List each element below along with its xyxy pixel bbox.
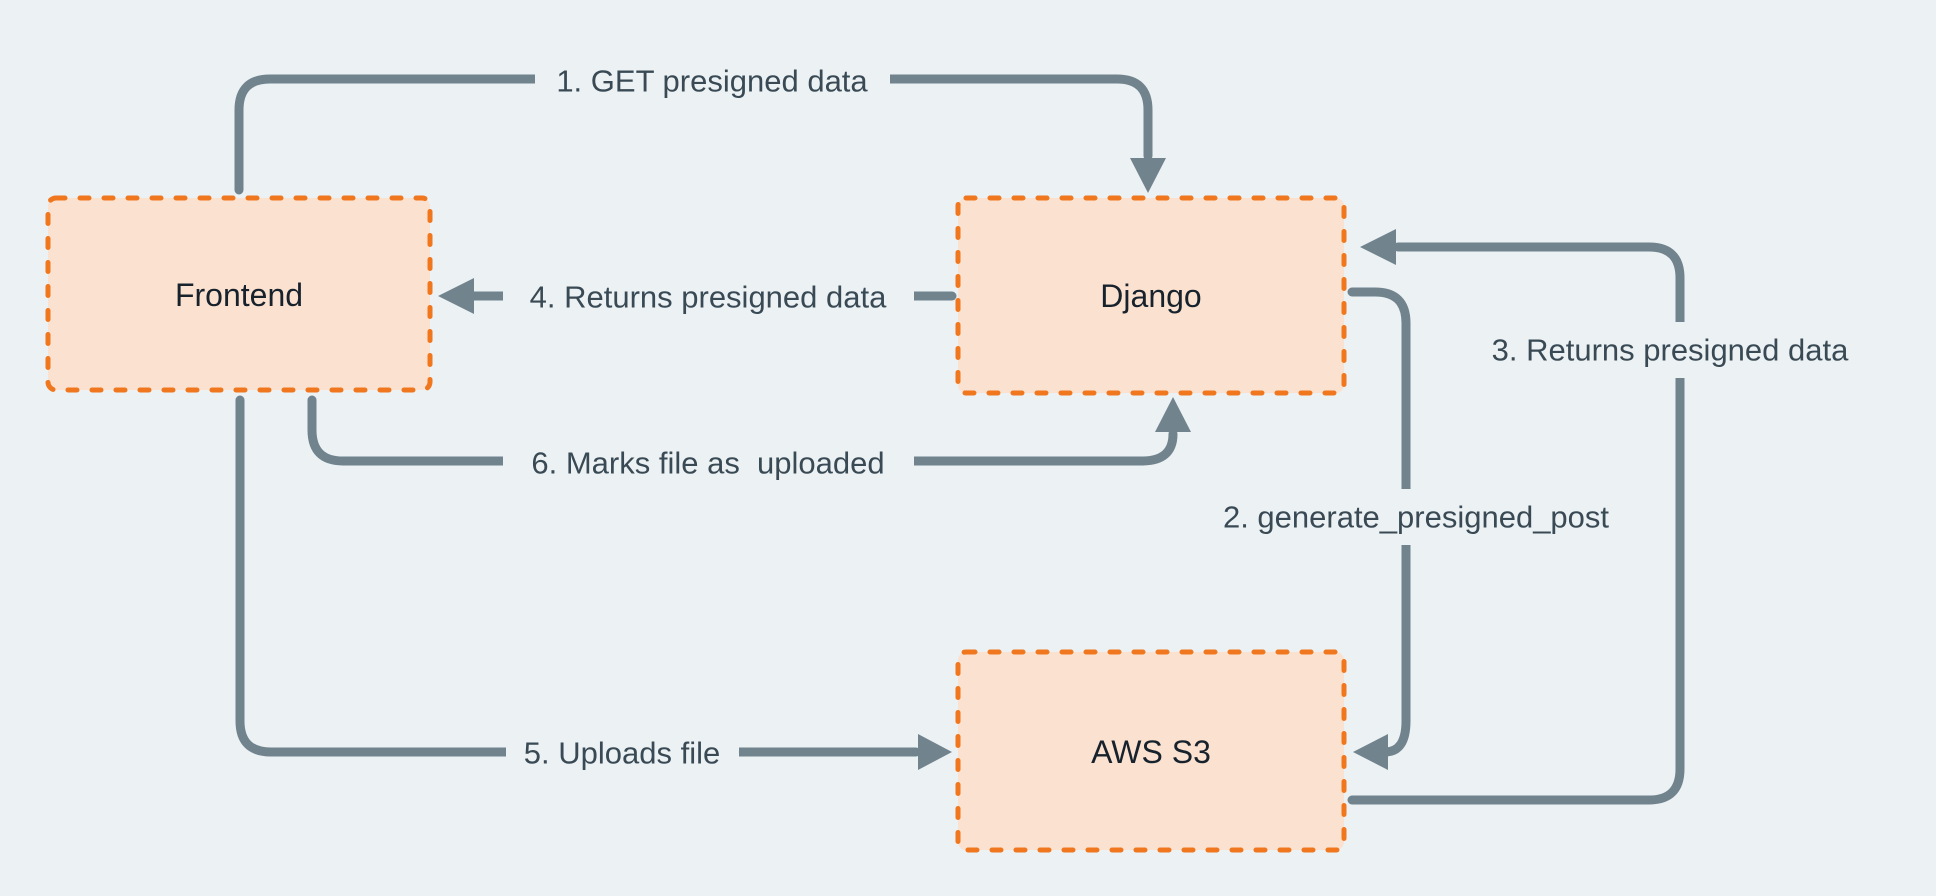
edge-label-4: 4. Returns presigned data [530,280,887,315]
django-label: Django [1100,278,1201,314]
frontend-box [45,195,433,393]
frontend-label: Frontend [175,277,303,313]
edge-label-mask-3 [1458,322,1883,378]
edge-label-masks [503,53,1883,781]
edge-3-returns-presigned-data [1347,242,1685,805]
aws-s3-box [955,649,1347,853]
node-frontend: Frontend [45,195,433,393]
arrowhead-up-into-django-bottom [1155,397,1191,432]
edge-label-6: 6. Marks file as uploaded [531,446,884,481]
edge-5-uploads-file [235,395,921,757]
edge-label-2: 2. generate_presigned_post [1223,500,1609,535]
node-django: Django [955,195,1347,396]
edge-label-mask-5 [506,725,739,781]
arrowhead-left-into-frontend-right [438,278,474,314]
edge-label-mask-1 [535,53,890,107]
edge-2-generate-presigned-post [1347,287,1411,757]
edge-label-1: 1. GET presigned data [556,64,868,99]
aws-s3-label: AWS S3 [1091,734,1211,770]
arrowhead-right-into-s3-left [918,734,952,770]
edge-label-mask-4 [503,269,914,325]
arrowhead-left-into-django-right [1360,229,1396,265]
arrowhead-left-into-s3-right [1353,734,1388,770]
edge-label-mask-6 [503,435,914,491]
edge-label-3: 3. Returns presigned data [1492,333,1849,368]
arrowheads [438,158,1396,770]
edge-labels: 1. GET presigned data 4. Returns presign… [524,64,1849,771]
edge-label-5: 5. Uploads file [524,736,720,771]
edge-6-marks-file-uploaded [307,395,1178,466]
node-aws-s3: AWS S3 [955,649,1347,853]
django-box [955,195,1347,396]
edge-label-mask-2 [1196,489,1638,545]
arrowhead-down-into-django-top [1130,158,1166,193]
